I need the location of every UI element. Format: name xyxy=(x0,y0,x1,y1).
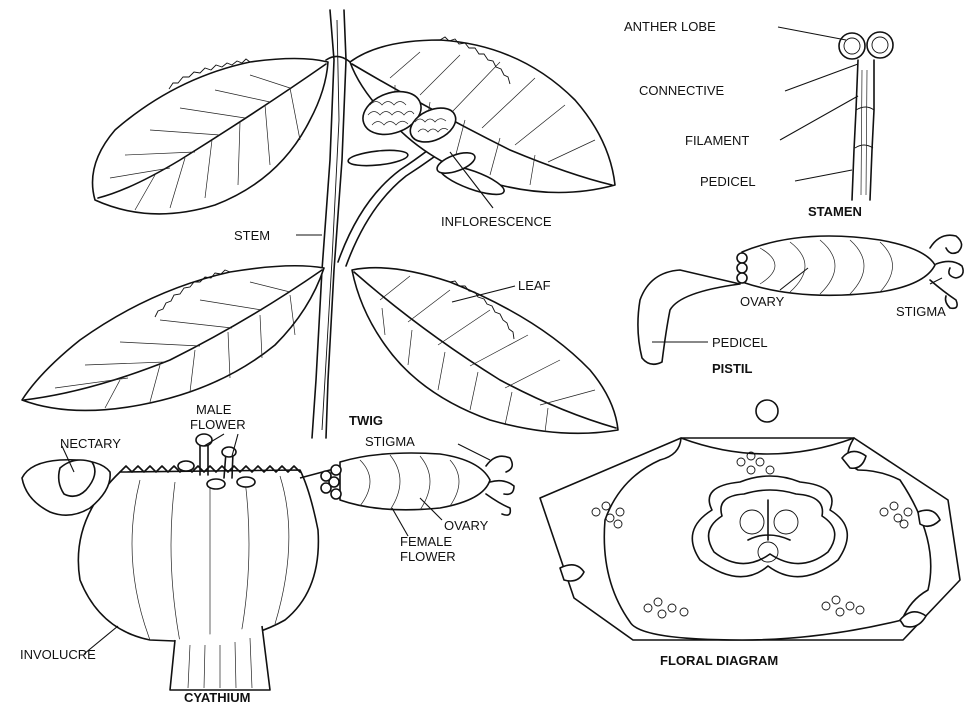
label-stigma-cyathium: STIGMA xyxy=(365,434,415,449)
label-ovary-pistil: OVARY xyxy=(740,294,785,309)
label-anther-lobe: ANTHER LOBE xyxy=(624,19,716,34)
leaf-upper-left xyxy=(93,59,329,214)
label-filament: FILAMENT xyxy=(685,133,749,148)
leaf-lower-left xyxy=(22,266,324,411)
label-ovary-cyathium: OVARY xyxy=(444,518,489,533)
label-pedicel-pistil: PEDICEL xyxy=(712,335,768,350)
label-stigma-pistil: STIGMA xyxy=(896,304,946,319)
label-female-flower-line1: FEMALE xyxy=(400,534,452,549)
label-connective: CONNECTIVE xyxy=(639,83,725,98)
label-stamen: STAMEN xyxy=(808,204,862,219)
leaf-lower-right xyxy=(352,268,618,434)
label-nectary: NECTARY xyxy=(60,436,121,451)
label-leaf: LEAF xyxy=(518,278,551,293)
label-involucre: INVOLUCRE xyxy=(20,647,96,662)
label-floral-diagram: FLORAL DIAGRAM xyxy=(660,653,778,668)
label-male-flower-line1: MALE xyxy=(196,402,232,417)
label-inflorescence: INFLORESCENCE xyxy=(441,214,552,229)
label-female-flower-line2: FLOWER xyxy=(400,549,456,564)
label-pedicel-stamen: PEDICEL xyxy=(700,174,756,189)
label-twig: TWIG xyxy=(349,413,383,428)
floral-diagram-drawing xyxy=(540,400,960,640)
label-cyathium: CYATHIUM xyxy=(184,690,250,704)
label-pistil: PISTIL xyxy=(712,361,753,376)
pistil-drawing xyxy=(638,235,963,364)
label-male-flower-line2: FLOWER xyxy=(190,417,246,432)
label-stem: STEM xyxy=(234,228,270,243)
stamen-drawing xyxy=(839,32,893,200)
